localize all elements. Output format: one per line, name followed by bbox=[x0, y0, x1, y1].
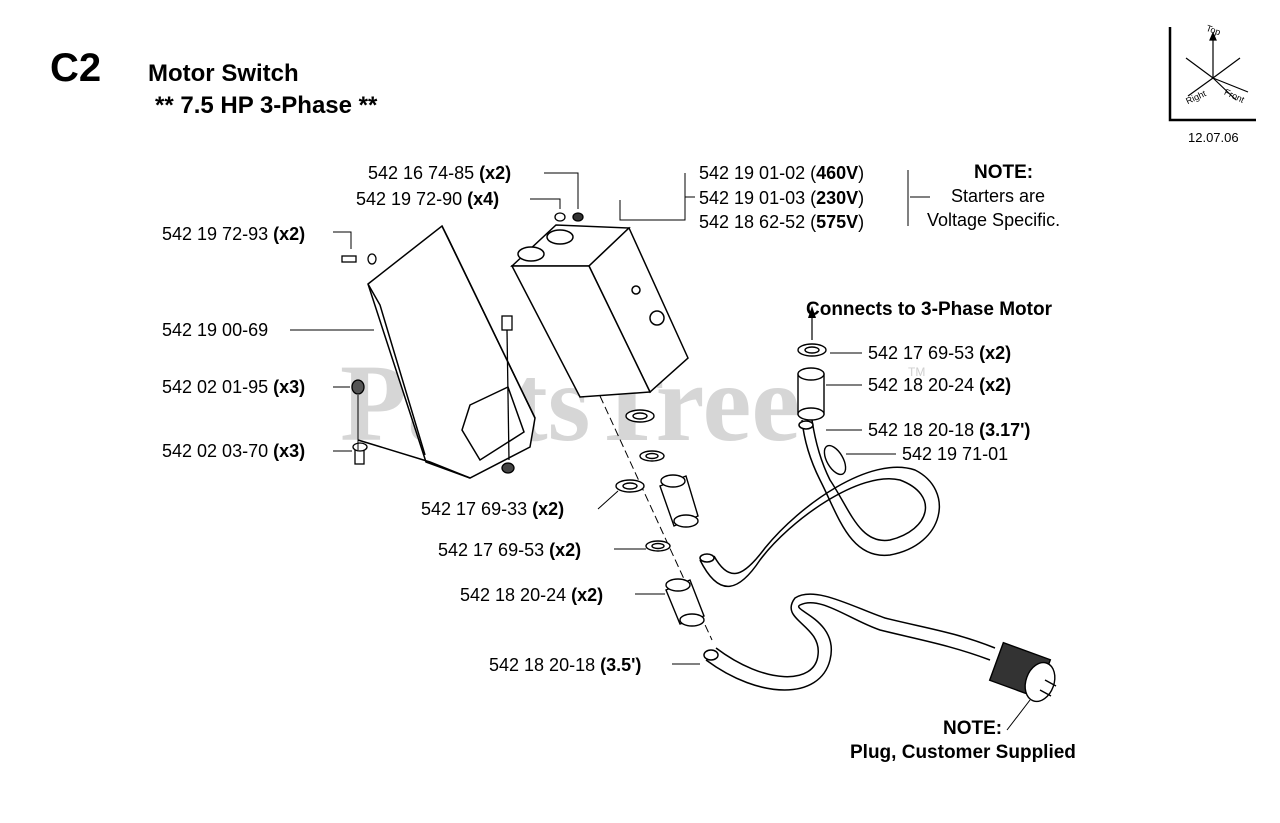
diagram-date: 12.07.06 bbox=[1188, 130, 1239, 145]
plug bbox=[988, 641, 1057, 703]
starter-box bbox=[510, 224, 689, 398]
part-label-9: 542 18 20-24 (x2) bbox=[460, 585, 604, 605]
part-label-7: 542 17 69-33 (x2) bbox=[421, 499, 565, 519]
lower-fittings bbox=[615, 409, 705, 627]
part-label-3: 542 19 72-93 (x2) bbox=[162, 224, 306, 244]
page-title: Motor Switch bbox=[148, 60, 299, 87]
part-label-12: 542 18 20-24 (x2) bbox=[868, 375, 1012, 395]
part-label-10: 542 18 20-18 (3.5') bbox=[489, 655, 642, 675]
motor-cable bbox=[699, 419, 940, 588]
part-label-4: 542 19 00-69 bbox=[162, 320, 269, 340]
orientation-top: Top bbox=[1205, 23, 1222, 37]
part-label-14: 542 19 71-01 bbox=[902, 444, 1009, 464]
plug-note-heading: NOTE: bbox=[943, 718, 1003, 739]
part-label-1: 542 16 74-85 (x2) bbox=[368, 163, 512, 183]
starter-label-575v: 542 18 62-52 (575V) bbox=[699, 212, 865, 232]
motor-arrow bbox=[808, 306, 816, 318]
part-label-8: 542 17 69-53 (x2) bbox=[438, 540, 582, 560]
starter-label-460v: 542 19 01-02 (460V) bbox=[699, 163, 865, 183]
starter-note-heading: NOTE: bbox=[974, 162, 1034, 183]
watermark-tm: TM bbox=[908, 365, 925, 379]
section-code: C2 bbox=[50, 46, 102, 90]
plug-cable bbox=[703, 593, 996, 691]
orientation-indicator bbox=[1168, 27, 1256, 122]
part-label-6: 542 02 03-70 (x3) bbox=[162, 441, 306, 461]
part-label-13: 542 18 20-18 (3.17') bbox=[868, 420, 1031, 440]
orientation-right: Right bbox=[1184, 88, 1208, 106]
part-label-11: 542 17 69-53 (x2) bbox=[868, 343, 1012, 363]
part-label-5: 542 02 01-95 (x3) bbox=[162, 377, 306, 397]
motor-fittings bbox=[797, 343, 847, 476]
motor-connection-label: Connects to 3-Phase Motor bbox=[806, 299, 1052, 320]
leader-lines bbox=[290, 170, 1031, 731]
starter-note-line2: Voltage Specific. bbox=[927, 210, 1061, 230]
starter-label-230v: 542 19 01-03 (230V) bbox=[699, 188, 865, 208]
starter-note-line1: Starters are bbox=[951, 186, 1046, 206]
hardware bbox=[341, 212, 584, 474]
page-subtitle: ** 7.5 HP 3-Phase ** bbox=[155, 92, 378, 119]
plug-note-text: Plug, Customer Supplied bbox=[850, 742, 1076, 763]
part-label-2: 542 19 72-90 (x4) bbox=[356, 189, 500, 209]
